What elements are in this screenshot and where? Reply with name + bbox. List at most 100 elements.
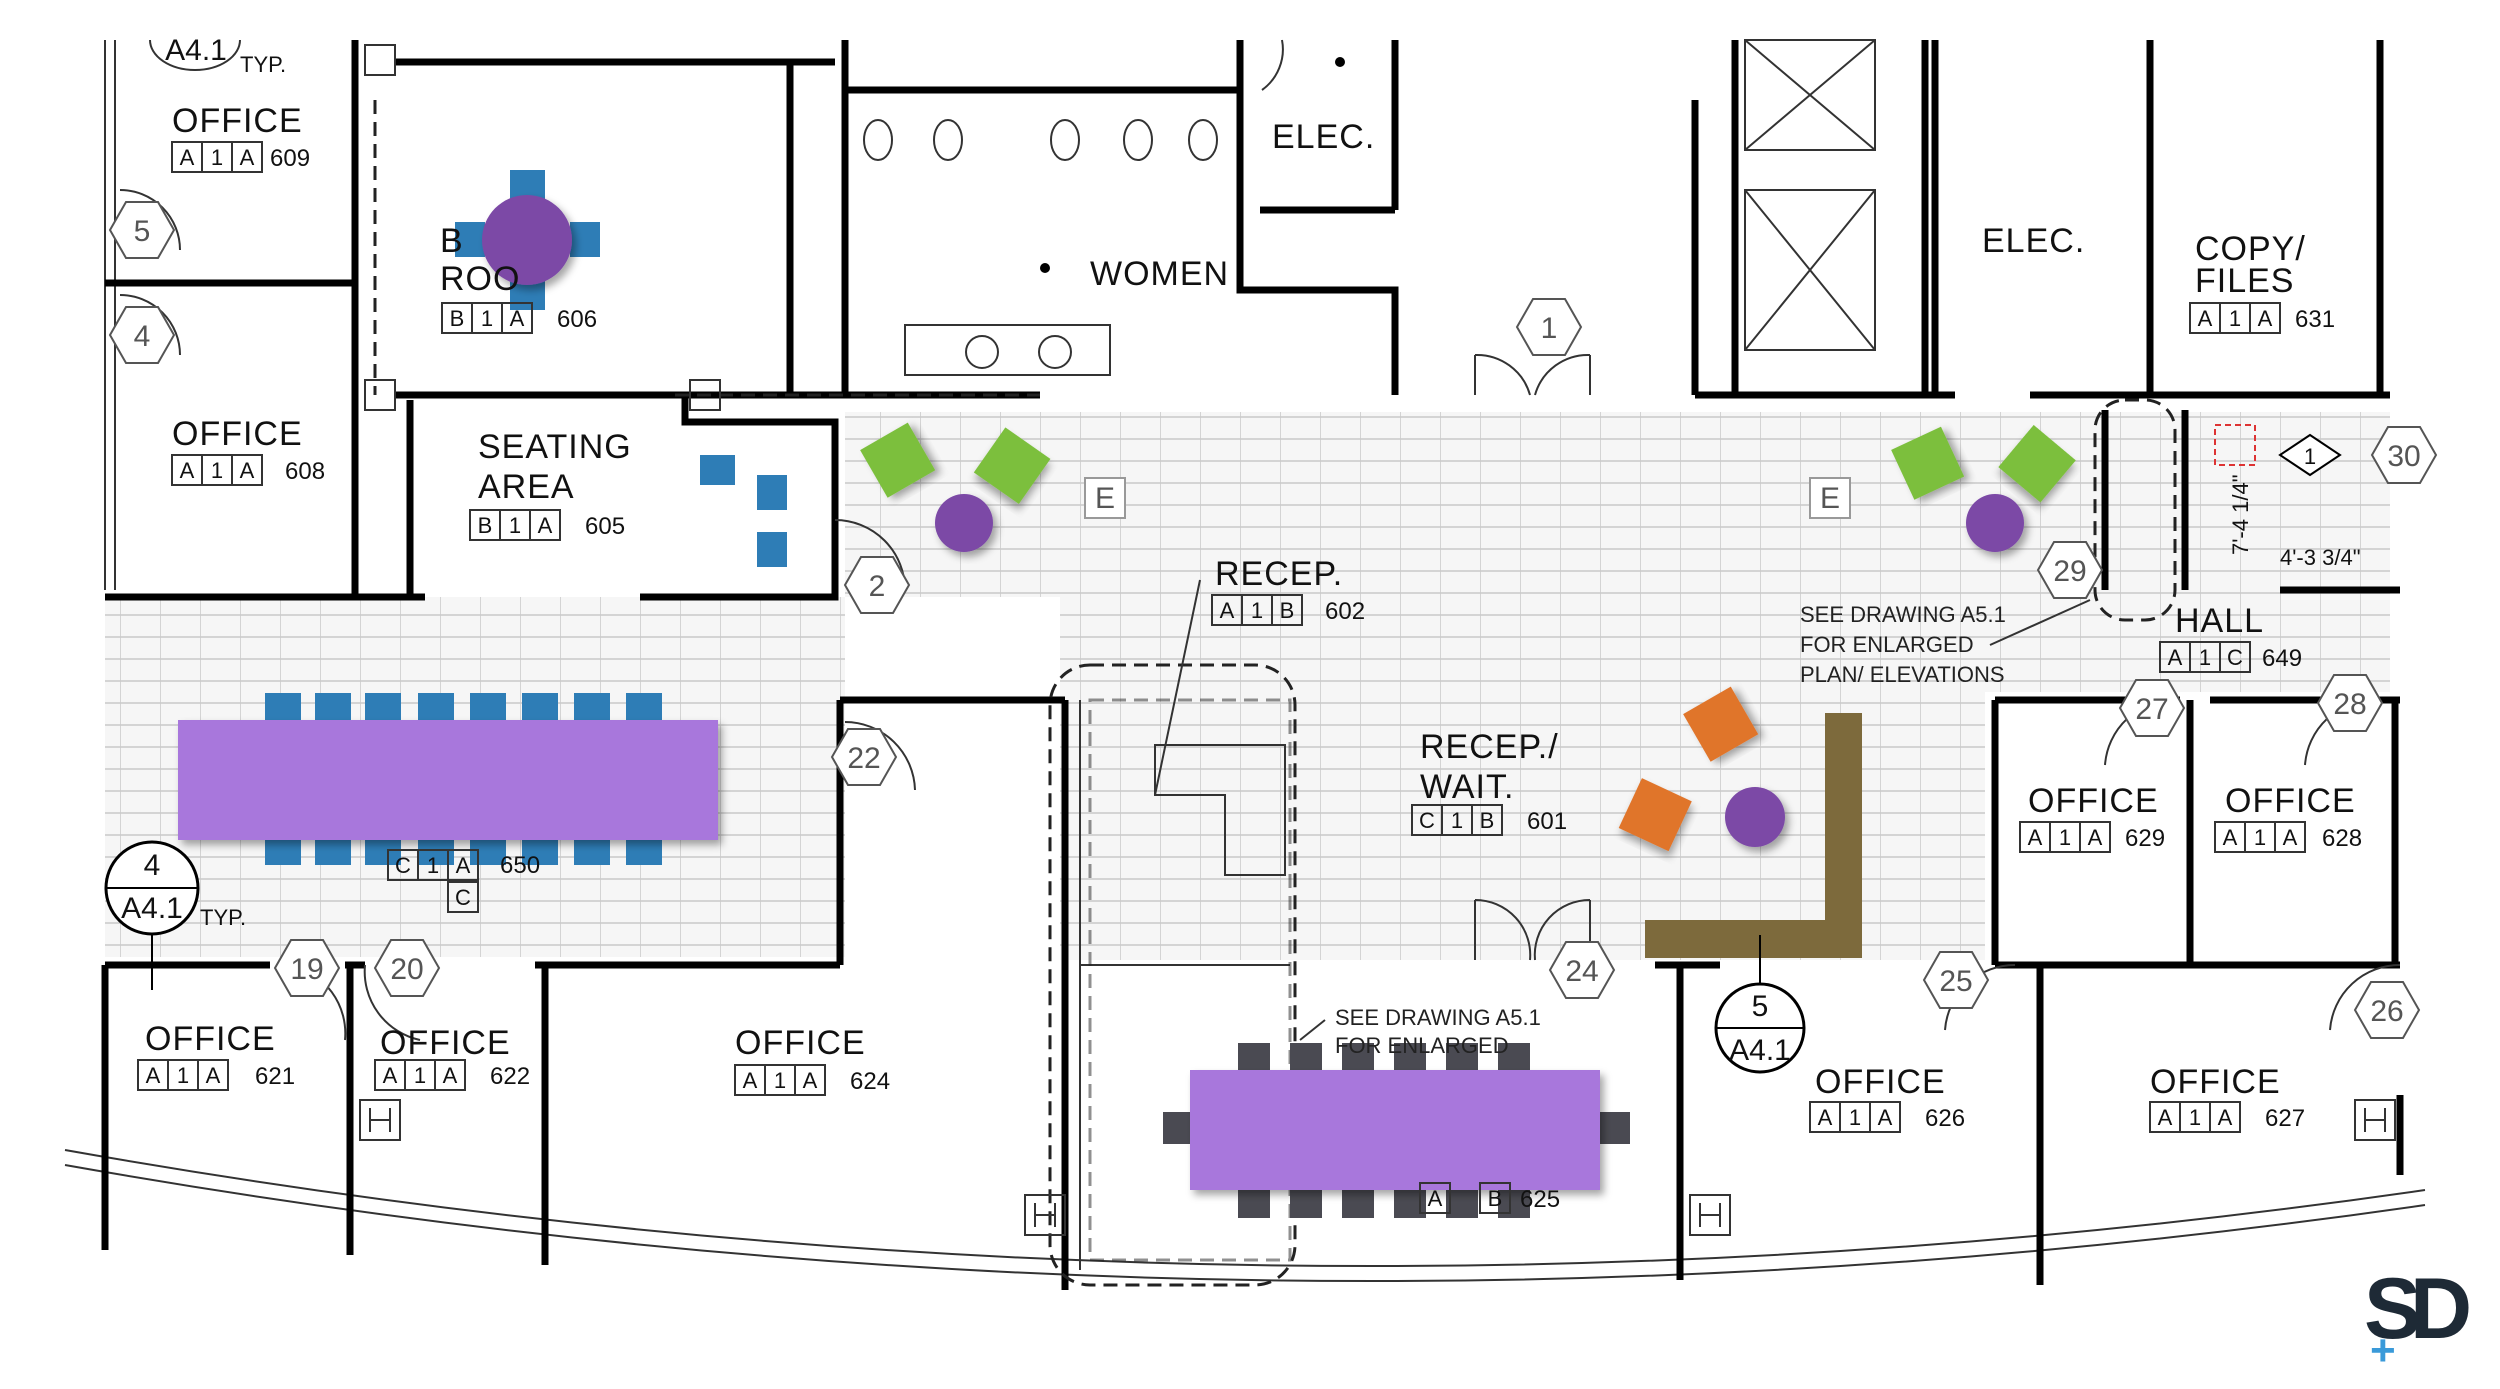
room-label-622: OFFICE A 1 A 622 bbox=[374, 1024, 530, 1091]
svg-text:A: A bbox=[2028, 825, 2043, 850]
svg-text:625: 625 bbox=[1520, 1186, 1560, 1213]
room-label-606: B ROO B 1 A 606 bbox=[440, 222, 597, 334]
svg-text:631: 631 bbox=[2295, 306, 2335, 333]
room-label-627: OFFICE A 1 A 627 bbox=[2149, 1063, 2305, 1133]
diamond-tag: 1 bbox=[2278, 433, 2342, 477]
svg-text:601: 601 bbox=[1527, 808, 1567, 835]
svg-text:RECEP./: RECEP./ bbox=[1420, 728, 1559, 766]
svg-text:OFFICE: OFFICE bbox=[2028, 782, 2159, 820]
svg-text:1: 1 bbox=[2229, 306, 2241, 331]
svg-text:WAIT.: WAIT. bbox=[1420, 768, 1514, 806]
svg-text:SEATING: SEATING bbox=[478, 428, 632, 466]
room-label-621: OFFICE A 1 A 621 bbox=[137, 1020, 295, 1091]
svg-text:OFFICE: OFFICE bbox=[172, 415, 303, 453]
svg-text:A: A bbox=[146, 1063, 161, 1088]
room-label-602: RECEP. A 1 B 602 bbox=[1211, 555, 1365, 626]
svg-text:605: 605 bbox=[585, 513, 625, 540]
svg-text:A: A bbox=[240, 145, 255, 170]
svg-text:1: 1 bbox=[2199, 645, 2211, 670]
room-label-628: OFFICE A 1 A 628 bbox=[2214, 782, 2362, 853]
door-tag-5: 5 bbox=[108, 201, 176, 259]
svg-text:OFFICE: OFFICE bbox=[145, 1020, 276, 1058]
door-tag-27: 27 bbox=[2118, 679, 2186, 737]
svg-text:A: A bbox=[2168, 645, 2183, 670]
elevation-marker-left: E bbox=[1084, 477, 1126, 519]
conference-table-650 bbox=[178, 693, 718, 865]
svg-text:A: A bbox=[240, 458, 255, 483]
svg-text:602: 602 bbox=[1325, 598, 1365, 625]
svg-text:19: 19 bbox=[290, 953, 323, 986]
svg-text:650: 650 bbox=[500, 852, 540, 879]
svg-text:A: A bbox=[2218, 1105, 2233, 1130]
svg-text:TYP.: TYP. bbox=[200, 905, 246, 930]
door-tag-19: 19 bbox=[273, 939, 341, 997]
door-tags: 5 4 1 2 22 19 20 24 25 26 27 28 29 30 bbox=[108, 201, 2438, 1039]
svg-text:A: A bbox=[180, 145, 195, 170]
svg-text:A4.1: A4.1 bbox=[165, 34, 227, 67]
svg-text:1: 1 bbox=[1451, 808, 1463, 833]
svg-text:A: A bbox=[2088, 825, 2103, 850]
svg-text:A: A bbox=[538, 513, 553, 538]
svg-text:1: 1 bbox=[481, 306, 493, 331]
svg-text:B: B bbox=[1480, 808, 1495, 833]
svg-text:B: B bbox=[1488, 1186, 1503, 1211]
svg-text:AREA: AREA bbox=[478, 468, 575, 506]
logo-plus-icon: + bbox=[2370, 1326, 2396, 1375]
svg-text:1: 1 bbox=[1251, 598, 1263, 623]
svg-text:A: A bbox=[803, 1068, 818, 1093]
svg-text:A: A bbox=[2158, 1105, 2173, 1130]
svg-text:B: B bbox=[440, 222, 464, 260]
lounge-right bbox=[1891, 424, 2076, 552]
svg-text:606: 606 bbox=[557, 306, 597, 333]
section-marker-left: 4 A4.1 TYP. bbox=[104, 840, 246, 990]
lounge-left bbox=[860, 422, 1051, 552]
room-label-609: OFFICE A 1 A 609 bbox=[171, 102, 310, 173]
restroom-fixtures bbox=[863, 57, 1345, 376]
room-label-608: OFFICE A 1 A 608 bbox=[171, 415, 325, 486]
svg-text:A: A bbox=[1818, 1105, 1833, 1130]
room-label-626: OFFICE A 1 A 626 bbox=[1809, 1063, 1965, 1133]
svg-text:628: 628 bbox=[2322, 825, 2362, 852]
svg-text:OFFICE: OFFICE bbox=[735, 1024, 866, 1062]
svg-text:A4.1: A4.1 bbox=[1729, 1034, 1791, 1067]
room-label-629: OFFICE A 1 A 629 bbox=[2019, 782, 2165, 853]
svg-text:A: A bbox=[2198, 306, 2213, 331]
svg-text:A: A bbox=[443, 1063, 458, 1088]
svg-text:25: 25 bbox=[1939, 965, 1972, 998]
svg-text:1: 1 bbox=[509, 513, 521, 538]
logo-letter-s: S bbox=[2364, 1261, 2422, 1357]
logo-letter-d: D bbox=[2410, 1261, 2473, 1357]
svg-text:1: 1 bbox=[177, 1063, 189, 1088]
section-marker-top: A4.1 TYP. bbox=[149, 34, 286, 77]
exterior-curved-wall bbox=[64, 1149, 2426, 1283]
svg-text:A: A bbox=[1220, 598, 1235, 623]
svg-text:627: 627 bbox=[2265, 1105, 2305, 1132]
svg-text:OFFICE: OFFICE bbox=[172, 102, 303, 140]
svg-text:1: 1 bbox=[2304, 444, 2316, 469]
svg-text:A: A bbox=[2258, 306, 2273, 331]
elevator-shafts bbox=[1744, 39, 1876, 351]
svg-text:624: 624 bbox=[850, 1068, 890, 1095]
svg-text:SEE DRAWING A5.1: SEE DRAWING A5.1 bbox=[1335, 1005, 1541, 1030]
room-label-elec-left: ELEC. bbox=[1272, 118, 1375, 156]
svg-text:28: 28 bbox=[2333, 688, 2366, 721]
svg-text:5: 5 bbox=[1752, 990, 1769, 1023]
svg-text:C: C bbox=[455, 885, 471, 910]
room-label-624: OFFICE A 1 A 624 bbox=[734, 1024, 890, 1096]
door-tag-2: 2 bbox=[843, 556, 911, 614]
svg-text:20: 20 bbox=[390, 953, 423, 986]
svg-text:5: 5 bbox=[134, 215, 151, 248]
svg-text:1: 1 bbox=[427, 853, 439, 878]
svg-text:1: 1 bbox=[211, 145, 223, 170]
door-tag-22: 22 bbox=[830, 728, 898, 786]
svg-text:A: A bbox=[2223, 825, 2238, 850]
break-room-table bbox=[455, 170, 600, 310]
door-tag-30: 30 bbox=[2370, 426, 2438, 484]
svg-text:A: A bbox=[743, 1068, 758, 1093]
svg-text:629: 629 bbox=[2125, 825, 2165, 852]
door-tag-25: 25 bbox=[1922, 951, 1990, 1009]
door-tag-28: 28 bbox=[2316, 674, 2384, 732]
dim-vertical: 7'-4 1/4" bbox=[2228, 474, 2253, 555]
room-label-631: COPY/ FILES A 1 A 631 bbox=[2189, 230, 2335, 334]
